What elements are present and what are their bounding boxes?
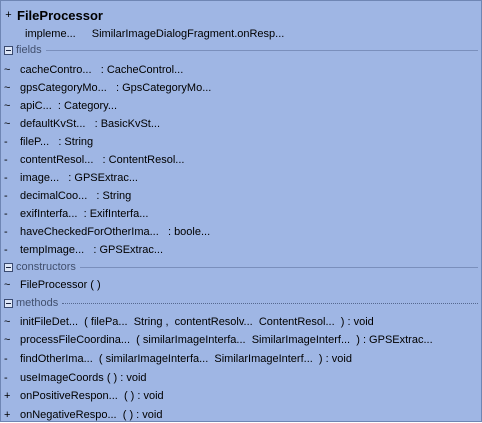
field-row[interactable]: -fileP... : String bbox=[4, 134, 93, 149]
field-signature: tempImage... : GPSExtrac... bbox=[20, 243, 164, 256]
section-divider bbox=[62, 302, 478, 304]
method-row[interactable]: + onPositiveRespon... ( ) : void bbox=[4, 389, 164, 404]
visibility-marker: ~ bbox=[4, 63, 11, 76]
visibility-marker: ~ bbox=[4, 99, 11, 112]
constructor-signature: FileProcessor ( ) bbox=[20, 278, 101, 291]
section-divider bbox=[79, 266, 478, 268]
field-signature: contentResol... : ContentResol... bbox=[20, 153, 185, 166]
implements-keyword: impleme... bbox=[25, 28, 76, 40]
field-row[interactable]: ~ cacheContro... : CacheControl... bbox=[4, 62, 183, 77]
method-row[interactable]: + onNegativeRespo... ( ) : void bbox=[4, 408, 162, 423]
field-signature: gpsCategoryMo... : GpsCategoryMo... bbox=[20, 81, 212, 94]
section-divider bbox=[45, 49, 478, 51]
expand-plus-icon[interactable]: + bbox=[5, 8, 12, 21]
fields-section-label: fields bbox=[16, 44, 42, 56]
visibility-marker: - bbox=[4, 243, 8, 256]
method-row[interactable]: -findOtherIma... ( similarImageInterfa..… bbox=[4, 351, 352, 366]
field-row[interactable]: -contentResol... : ContentResol... bbox=[4, 152, 184, 167]
field-row[interactable]: -tempImage... : GPSExtrac... bbox=[4, 242, 163, 257]
visibility-marker: - bbox=[4, 352, 8, 365]
method-signature: findOtherIma... ( similarImageInterfa...… bbox=[20, 352, 352, 365]
field-signature: defaultKvSt... : BasicKvSt... bbox=[20, 117, 161, 130]
implements-type[interactable]: SimilarImageDialogFragment.onResp... bbox=[91, 28, 285, 40]
field-row[interactable]: -haveCheckedForOtherIma... : boole... bbox=[4, 224, 210, 239]
visibility-marker: ~ bbox=[4, 81, 11, 94]
visibility-marker: ~ bbox=[4, 315, 11, 328]
visibility-marker: + bbox=[4, 409, 11, 421]
visibility-marker: - bbox=[4, 171, 8, 184]
method-signature: useImageCoords ( ) : void bbox=[20, 371, 147, 384]
methods-section-label: methods bbox=[16, 297, 59, 309]
class-header: + FileProcessor bbox=[4, 7, 103, 23]
constructors-section-label: constructors bbox=[16, 261, 76, 273]
fields-section-header[interactable]: fields bbox=[4, 43, 478, 57]
visibility-marker: - bbox=[4, 371, 8, 384]
field-row[interactable]: ~ defaultKvSt... : BasicKvSt... bbox=[4, 116, 160, 131]
class-name[interactable]: FileProcessor bbox=[17, 7, 103, 23]
visibility-marker: - bbox=[4, 153, 8, 166]
field-row[interactable]: -exifInterfa... : ExifInterfa... bbox=[4, 206, 148, 221]
visibility-marker: - bbox=[4, 225, 8, 238]
field-row[interactable]: -decimalCoo... : String bbox=[4, 188, 131, 203]
field-signature: apiC... : Category... bbox=[20, 99, 118, 112]
field-signature: fileP... : String bbox=[20, 135, 94, 148]
visibility-marker: ~ bbox=[4, 117, 11, 130]
method-row[interactable]: ~ processFileCoordina... ( similarImageIn… bbox=[4, 333, 433, 348]
field-row[interactable]: ~ apiC... : Category... bbox=[4, 98, 117, 113]
method-row[interactable]: -useImageCoords ( ) : void bbox=[4, 370, 147, 385]
visibility-marker: - bbox=[4, 135, 8, 148]
method-row[interactable]: ~ initFileDet... ( filePa... String , con… bbox=[4, 314, 374, 329]
visibility-marker: - bbox=[4, 207, 8, 220]
field-row[interactable]: -image... : GPSExtrac... bbox=[4, 170, 138, 185]
visibility-marker: - bbox=[4, 189, 8, 202]
method-signature: onPositiveRespon... ( ) : void bbox=[20, 390, 164, 403]
method-signature: processFileCoordina... ( similarImageInt… bbox=[20, 334, 433, 347]
field-signature: image... : GPSExtrac... bbox=[20, 171, 138, 184]
visibility-marker: + bbox=[4, 390, 11, 403]
constructors-section-header[interactable]: constructors bbox=[4, 260, 478, 274]
implements-row: impleme... SimilarImageDialogFragment.on… bbox=[25, 27, 284, 41]
field-signature: decimalCoo... : String bbox=[20, 189, 132, 202]
field-signature: cacheContro... : CacheControl... bbox=[20, 63, 184, 76]
visibility-marker: ~ bbox=[4, 278, 11, 291]
collapse-minus-icon[interactable] bbox=[4, 262, 13, 272]
constructor-row[interactable]: ~ FileProcessor ( ) bbox=[4, 277, 101, 292]
methods-section-header[interactable]: methods bbox=[4, 296, 478, 310]
visibility-marker: ~ bbox=[4, 334, 11, 347]
collapse-minus-icon[interactable] bbox=[4, 298, 13, 308]
field-row[interactable]: ~ gpsCategoryMo... : GpsCategoryMo... bbox=[4, 80, 211, 95]
field-signature: exifInterfa... : ExifInterfa... bbox=[20, 207, 149, 220]
method-signature: initFileDet... ( filePa... String , cont… bbox=[20, 315, 374, 328]
collapse-minus-icon[interactable] bbox=[4, 45, 13, 55]
field-signature: haveCheckedForOtherIma... : boole... bbox=[20, 225, 211, 238]
method-signature: onNegativeRespo... ( ) : void bbox=[20, 409, 163, 421]
